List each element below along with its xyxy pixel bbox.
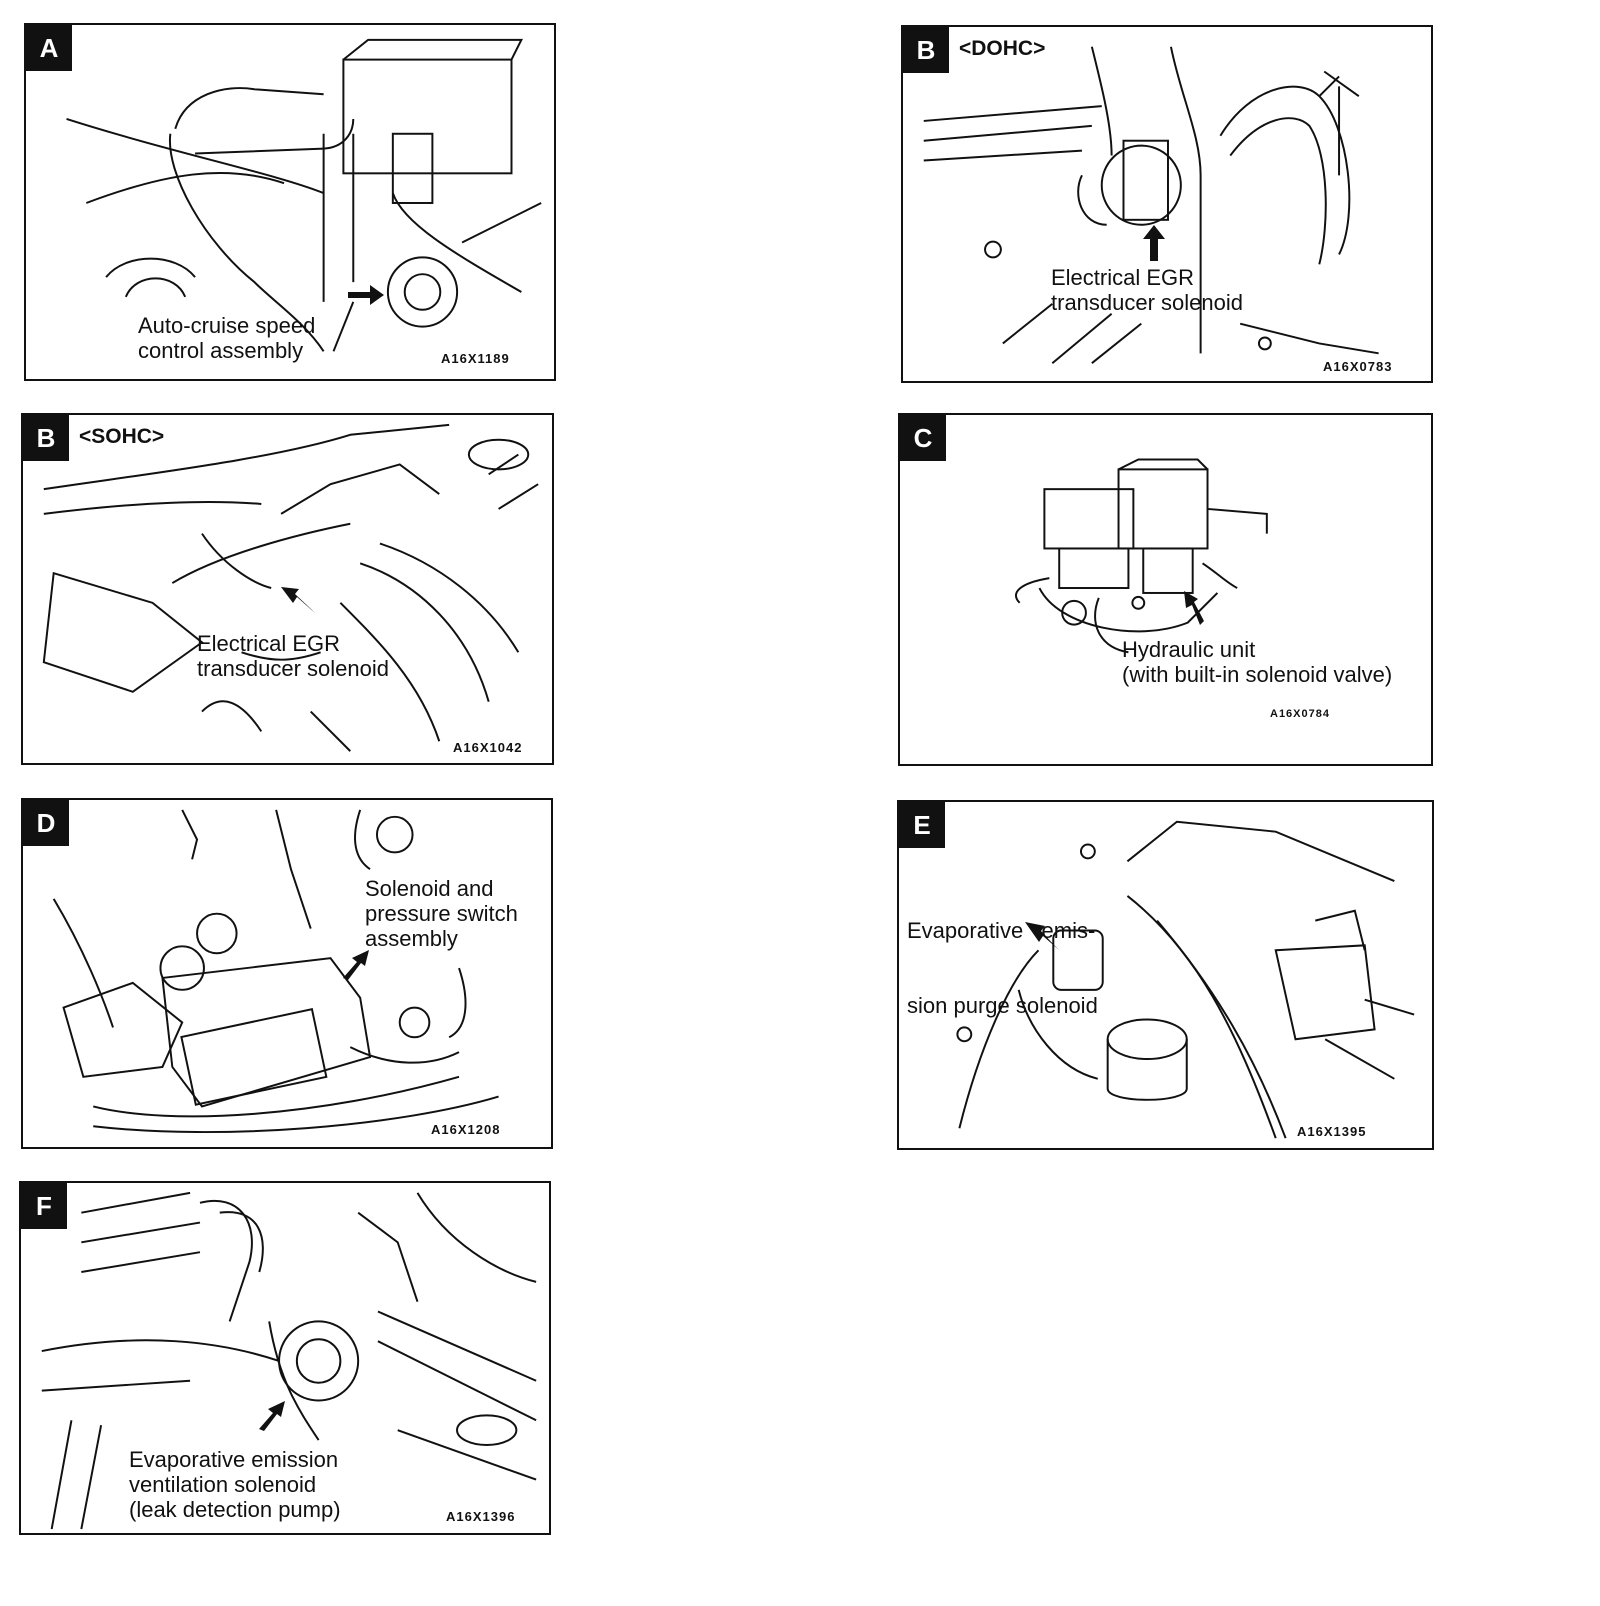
caption-line: ventilation solenoid	[129, 1472, 317, 1497]
egr-sohc-illustration	[42, 423, 539, 752]
caption-line: Hydraulic unit	[1122, 637, 1256, 662]
figure-code: A16X1395	[1297, 1124, 1367, 1139]
figure-code: A16X0784	[1270, 708, 1330, 720]
caption-line: control assembly	[138, 338, 304, 363]
caption-line: Evaporative emis-	[907, 918, 1096, 943]
pointer-arrow-icon	[1025, 922, 1059, 950]
panel-caption: Electrical EGR transducer solenoid	[197, 631, 389, 681]
solenoid-pressure-switch-illustration	[52, 809, 499, 1134]
caption-line: pressure switch	[365, 901, 518, 926]
panel-e: E Evaporative emis- sion purge solenoid …	[897, 800, 1434, 1150]
figure-code: A16X1042	[453, 740, 523, 755]
pointer-arrow-icon	[348, 285, 384, 305]
panel-d: D Solenoid and pressure switch assembly …	[21, 798, 553, 1149]
panel-c: C Hydraulic unit (with built-in solenoid…	[898, 413, 1433, 766]
panel-caption: Evaporative emission ventilation solenoi…	[129, 1447, 341, 1522]
panel-b-dohc: B <DOHC> Electrical EGR transducer solen…	[901, 25, 1433, 383]
caption-line: assembly	[365, 926, 458, 951]
pointer-arrow-icon	[343, 950, 369, 980]
panel-letter: B	[23, 415, 69, 461]
auto-cruise-illustration	[66, 38, 542, 352]
hydraulic-unit-illustration	[1015, 458, 1268, 654]
caption-line: (leak detection pump)	[129, 1497, 341, 1522]
panel-f: F Evaporative emission ventilation solen…	[19, 1181, 551, 1535]
panel-letter: B	[903, 27, 949, 73]
engine-variant-label: <SOHC>	[79, 425, 165, 448]
engine-variant-label: <DOHC>	[959, 37, 1046, 60]
caption-line: transducer solenoid	[197, 656, 390, 681]
figure-code: A16X1208	[431, 1122, 501, 1137]
panel-letter: E	[899, 802, 945, 848]
evap-ventilation-solenoid-illustration	[41, 1191, 537, 1530]
figure-code: A16X1396	[446, 1509, 516, 1524]
pointer-arrow-icon	[1184, 591, 1204, 625]
panel-a: A Auto-cruise speed control assembly A16…	[24, 23, 556, 381]
caption-line: sion purge solenoid	[907, 993, 1098, 1018]
panel-letter: A	[26, 25, 72, 71]
panel-caption: Solenoid and pressure switch assembly	[365, 876, 518, 951]
panel-caption: Evaporative emis- sion purge solenoid	[907, 868, 1098, 1068]
caption-line: Evaporative emission	[129, 1447, 339, 1472]
caption-line: (with built-in solenoid valve)	[1122, 662, 1393, 687]
panel-letter: F	[21, 1183, 67, 1229]
caption-line: Electrical EGR	[1051, 265, 1195, 290]
figure-code: A16X1189	[441, 351, 510, 366]
panel-caption: Auto-cruise speed control assembly	[138, 313, 315, 363]
caption-line: Solenoid and	[365, 876, 494, 901]
panel-letter: D	[23, 800, 69, 846]
pointer-arrow-icon	[259, 1401, 285, 1431]
panel-letter: C	[900, 415, 946, 461]
pointer-arrow-icon	[281, 587, 315, 613]
panel-caption: Hydraulic unit (with built-in solenoid v…	[1122, 637, 1392, 687]
figure-code: A16X0783	[1323, 359, 1393, 374]
panel-caption: Electrical EGR transducer solenoid	[1051, 265, 1243, 315]
panel-b-sohc: B <SOHC> Electrical EGR transducer solen…	[21, 413, 554, 765]
caption-line: Electrical EGR	[197, 631, 341, 656]
pointer-arrow-icon	[1143, 225, 1165, 261]
egr-dohc-illustration	[923, 46, 1379, 364]
caption-line: Auto-cruise speed	[138, 313, 316, 338]
caption-line: transducer solenoid	[1051, 290, 1244, 315]
evap-purge-solenoid-illustration	[956, 820, 1415, 1139]
